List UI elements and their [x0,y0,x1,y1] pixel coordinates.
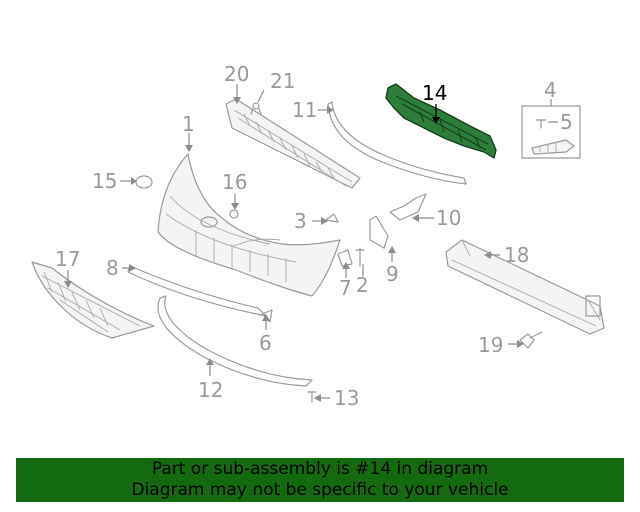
part-9-fog-bracket[interactable] [369,215,389,249]
callout-3[interactable]: 3 [294,209,307,233]
callout-18[interactable]: 18 [504,243,529,267]
part-10-bracket[interactable] [389,193,427,221]
part-20-upper-grille-insert[interactable] [225,98,361,189]
callout-4[interactable]: 4 [544,78,557,102]
part-2-screw[interactable] [355,247,365,267]
banner-line-2: Diagram may not be specific to your vehi… [131,480,509,500]
part-11-upper-molding[interactable] [327,101,467,185]
part-14-bracket-highlighted[interactable] [385,83,497,159]
callout-leaders [64,84,558,402]
callout-7[interactable]: 7 [339,276,352,300]
callout-6[interactable]: 6 [259,331,272,355]
part-17-lower-grille[interactable] [31,261,155,339]
part-19-bolt[interactable] [519,331,543,349]
callout-8[interactable]: 8 [106,256,119,280]
part-4-side-bracket-box[interactable] [521,105,581,159]
callout-10[interactable]: 10 [436,206,461,230]
part-5-screw[interactable] [535,119,547,129]
part-13-clip[interactable] [307,391,317,403]
callout-19[interactable]: 19 [478,333,503,357]
callout-9[interactable]: 9 [386,262,399,286]
callout-labels: 20 21 11 14 4 5 1 15 16 3 10 9 7 2 18 19… [55,62,573,410]
callout-5[interactable]: 5 [560,110,573,134]
callout-15[interactable]: 15 [92,169,117,193]
callout-1[interactable]: 1 [182,112,195,136]
part-1-bumper-cover[interactable] [157,153,341,297]
info-banner: Part or sub-assembly is #14 in diagram D… [16,458,624,502]
part-7-screw[interactable] [337,249,353,267]
callout-16[interactable]: 16 [222,170,247,194]
part-16-grommet[interactable] [229,209,239,219]
callout-14[interactable]: 14 [422,81,447,105]
part-3-clip[interactable] [325,213,339,223]
callout-17[interactable]: 17 [55,247,80,271]
callout-2[interactable]: 2 [356,273,369,297]
callout-21[interactable]: 21 [270,69,295,93]
part-21-clip[interactable] [250,102,262,115]
callout-20[interactable]: 20 [224,62,249,86]
banner-line-1: Part or sub-assembly is #14 in diagram [151,459,489,479]
part-15-clip[interactable] [135,175,153,189]
callout-13[interactable]: 13 [334,386,359,410]
part-12-lower-lip[interactable] [157,295,313,387]
callout-11[interactable]: 11 [292,98,317,122]
part-18-reinforcement-beam[interactable] [445,239,605,335]
callout-12[interactable]: 12 [198,378,223,402]
